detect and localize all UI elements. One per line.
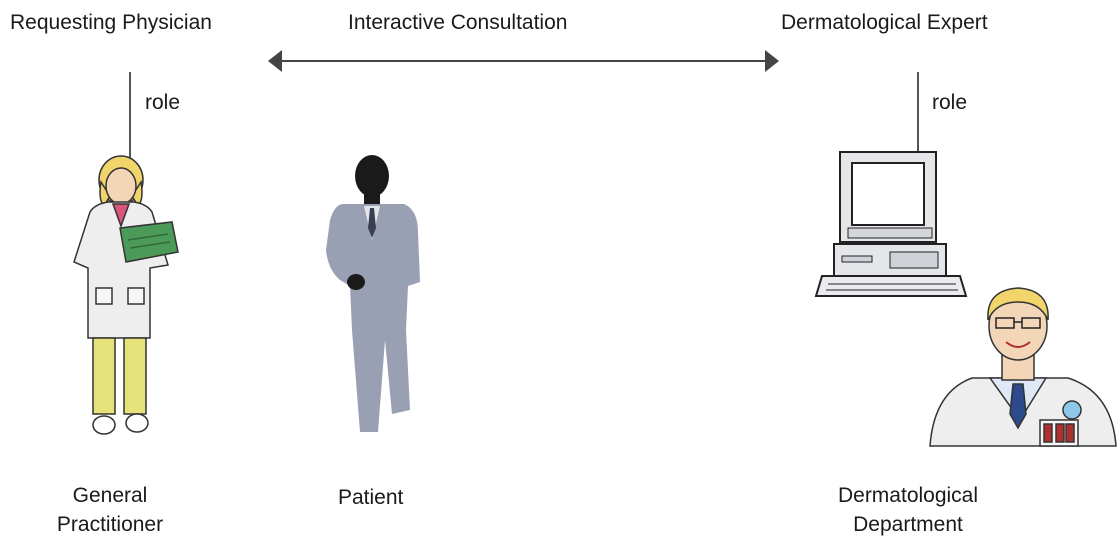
general-practitioner-line2: Practitioner <box>56 513 164 536</box>
general-practitioner-line1: General <box>72 484 148 507</box>
patient-label: Patient <box>338 486 404 509</box>
general-practitioner-icon <box>73 155 179 435</box>
dermatological-expert-title: Dermatological Expert <box>781 11 988 34</box>
right-role-label: role <box>932 91 968 114</box>
dermatological-department-line2: Department <box>853 513 963 536</box>
left-role-label: role <box>145 91 181 114</box>
general-practitioner-label: General Practitioner <box>40 481 180 539</box>
computer-icon <box>814 151 968 297</box>
consultation-double-arrow <box>268 50 779 72</box>
dermatological-department-label: Dermatological Department <box>808 481 1008 539</box>
dermatological-department-line1: Dermatological <box>837 484 979 507</box>
patient-icon <box>326 155 420 432</box>
requesting-physician-title: Requesting Physician <box>10 11 212 34</box>
dermatologist-icon <box>929 287 1117 447</box>
interactive-consultation-title: Interactive Consultation <box>348 11 568 34</box>
